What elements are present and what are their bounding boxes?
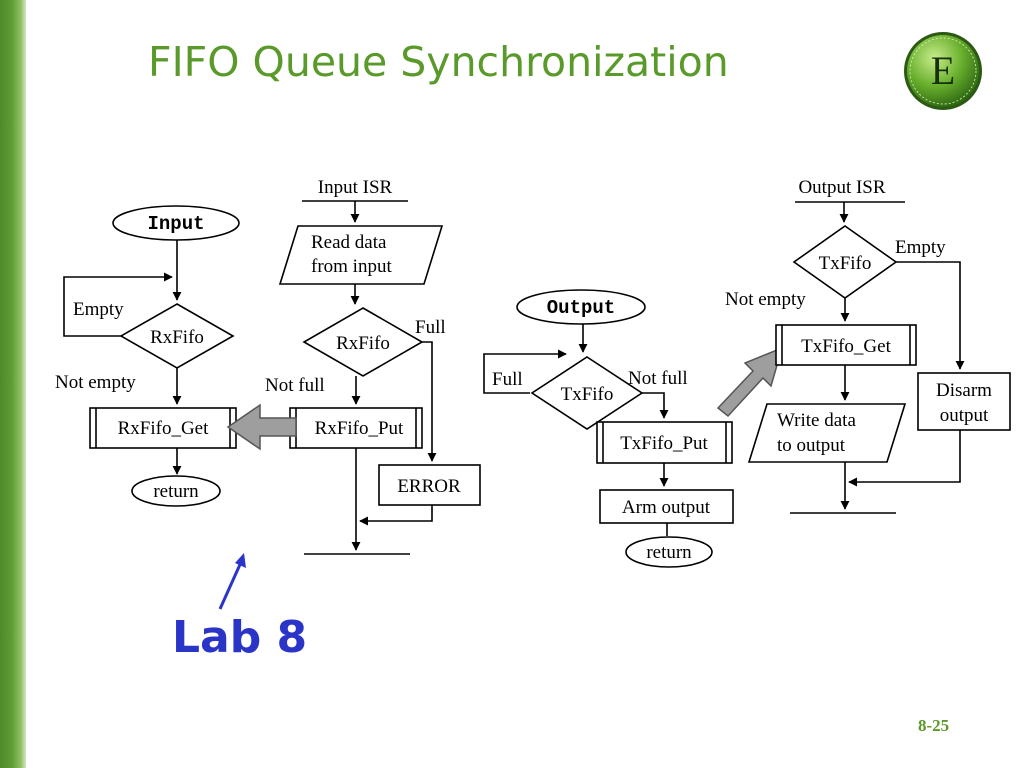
rxfifo-get-label: RxFifo_Get <box>118 418 210 439</box>
isr-full-label: Full <box>415 317 446 338</box>
svg-text:E: E <box>931 48 955 93</box>
disarm-line2: output <box>940 405 989 426</box>
input-isr-flow: Input ISR Read data from input RxFifo Fu… <box>265 177 481 555</box>
input-return-terminal <box>131 475 221 507</box>
input-empty-label: Empty <box>73 299 124 320</box>
write-data-line1: Write data <box>777 410 856 431</box>
input-isr-title: Input ISR <box>318 177 393 198</box>
txfifo-transfer-arrow <box>716 346 784 418</box>
isr-rxfifo-decision <box>302 307 424 377</box>
input-return-label: return <box>153 481 199 502</box>
rxfifo-put-label: RxFifo_Put <box>315 418 404 439</box>
isr-empty-label: Empty <box>895 237 946 258</box>
output-start-label: Output <box>547 297 615 319</box>
output-full-label: Full <box>492 369 523 390</box>
txfifo-put-label: TxFifo_Put <box>620 433 708 454</box>
logo-icon: E <box>904 32 982 110</box>
arm-output-box <box>599 489 734 524</box>
input-start-label: Input <box>147 213 204 235</box>
read-data-io <box>278 225 444 285</box>
isr-rxfifo-label: RxFifo <box>336 333 390 354</box>
read-data-line2: from input <box>311 256 392 277</box>
error-box <box>378 464 481 506</box>
rxfifo-put-process <box>289 407 423 449</box>
read-data-line1: Read data <box>311 232 387 253</box>
txfifo-get-label: TxFifo_Get <box>801 336 891 357</box>
error-label: ERROR <box>397 476 461 497</box>
input-start-terminal <box>112 205 240 241</box>
output-not-full-label: Not full <box>628 368 688 389</box>
output-return-terminal <box>625 536 713 568</box>
output-main-flow: Output TxFifo Full Not full TxFifo_Put A… <box>483 289 734 568</box>
rxfifo-get-process <box>89 407 237 449</box>
disarm-line1: Disarm <box>936 380 992 401</box>
txfifo-get-process <box>775 324 917 366</box>
lab-pointer-line <box>218 559 244 610</box>
input-decision-label: RxFifo <box>150 327 204 348</box>
output-decision-label: TxFifo <box>561 384 614 405</box>
left-accent-bar <box>0 0 26 768</box>
output-txfifo-decision <box>530 356 644 430</box>
isr-not-empty-label: Not empty <box>725 289 806 310</box>
slide-number: 8-25 <box>918 716 950 735</box>
lab-pointer-arrowhead <box>235 553 246 568</box>
isr-not-full-label: Not full <box>265 375 325 396</box>
isr-txfifo-label: TxFifo <box>819 253 872 274</box>
input-not-empty-label: Not empty <box>55 372 136 393</box>
lab-annotation: Lab 8 <box>172 612 308 663</box>
output-return-label: return <box>646 542 692 563</box>
rxfifo-transfer-arrow <box>226 403 297 451</box>
output-isr-flow: Output ISR TxFifo Empty Not empty TxFifo… <box>725 177 1011 514</box>
txfifo-put-process <box>596 421 733 464</box>
arm-output-label: Arm output <box>622 497 711 518</box>
write-data-io <box>747 403 907 463</box>
input-main-flow: Input RxFifo Empty Not empty RxFifo_Get … <box>55 205 240 507</box>
output-isr-title: Output ISR <box>798 177 885 198</box>
slide-title: FIFO Queue Synchronization <box>148 38 729 86</box>
output-start-terminal <box>516 289 646 325</box>
disarm-output-box <box>917 372 1011 431</box>
write-data-line2: to output <box>777 435 846 456</box>
